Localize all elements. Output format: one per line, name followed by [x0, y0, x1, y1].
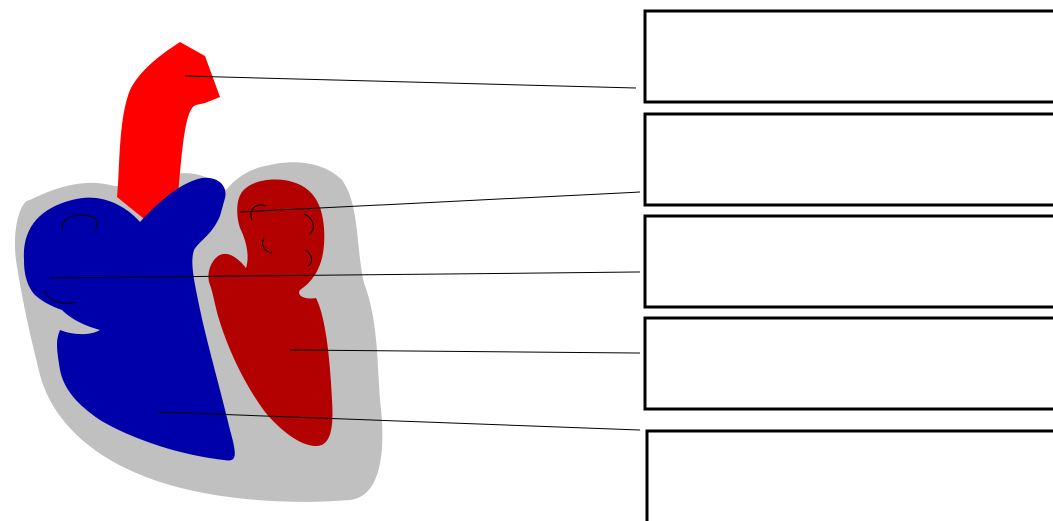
label-box-4[interactable]: [643, 316, 1053, 411]
leader-line-3: [49, 271, 641, 279]
label-box-2[interactable]: [643, 112, 1053, 207]
leader-line-1: [184, 75, 637, 89]
label-box-5[interactable]: [645, 429, 1053, 521]
leader-line-2: [239, 191, 641, 213]
left-atrium-outline-4: [304, 249, 313, 267]
left-side-oxygenated: [208, 179, 333, 446]
left-atrium-outline-2: [303, 213, 314, 235]
right-atrium-outline: [61, 214, 98, 232]
right-side-deoxygenated: [23, 177, 235, 461]
right-atrium-valve-outline: [43, 289, 77, 304]
label-box-1[interactable]: [643, 9, 1053, 104]
leader-line-5: [157, 411, 641, 431]
leader-line-4: [289, 349, 641, 354]
aorta: [117, 42, 220, 222]
left-atrium-outline-3: [262, 237, 273, 254]
label-box-3[interactable]: [643, 214, 1053, 309]
left-atrium-outline-1: [250, 204, 267, 221]
